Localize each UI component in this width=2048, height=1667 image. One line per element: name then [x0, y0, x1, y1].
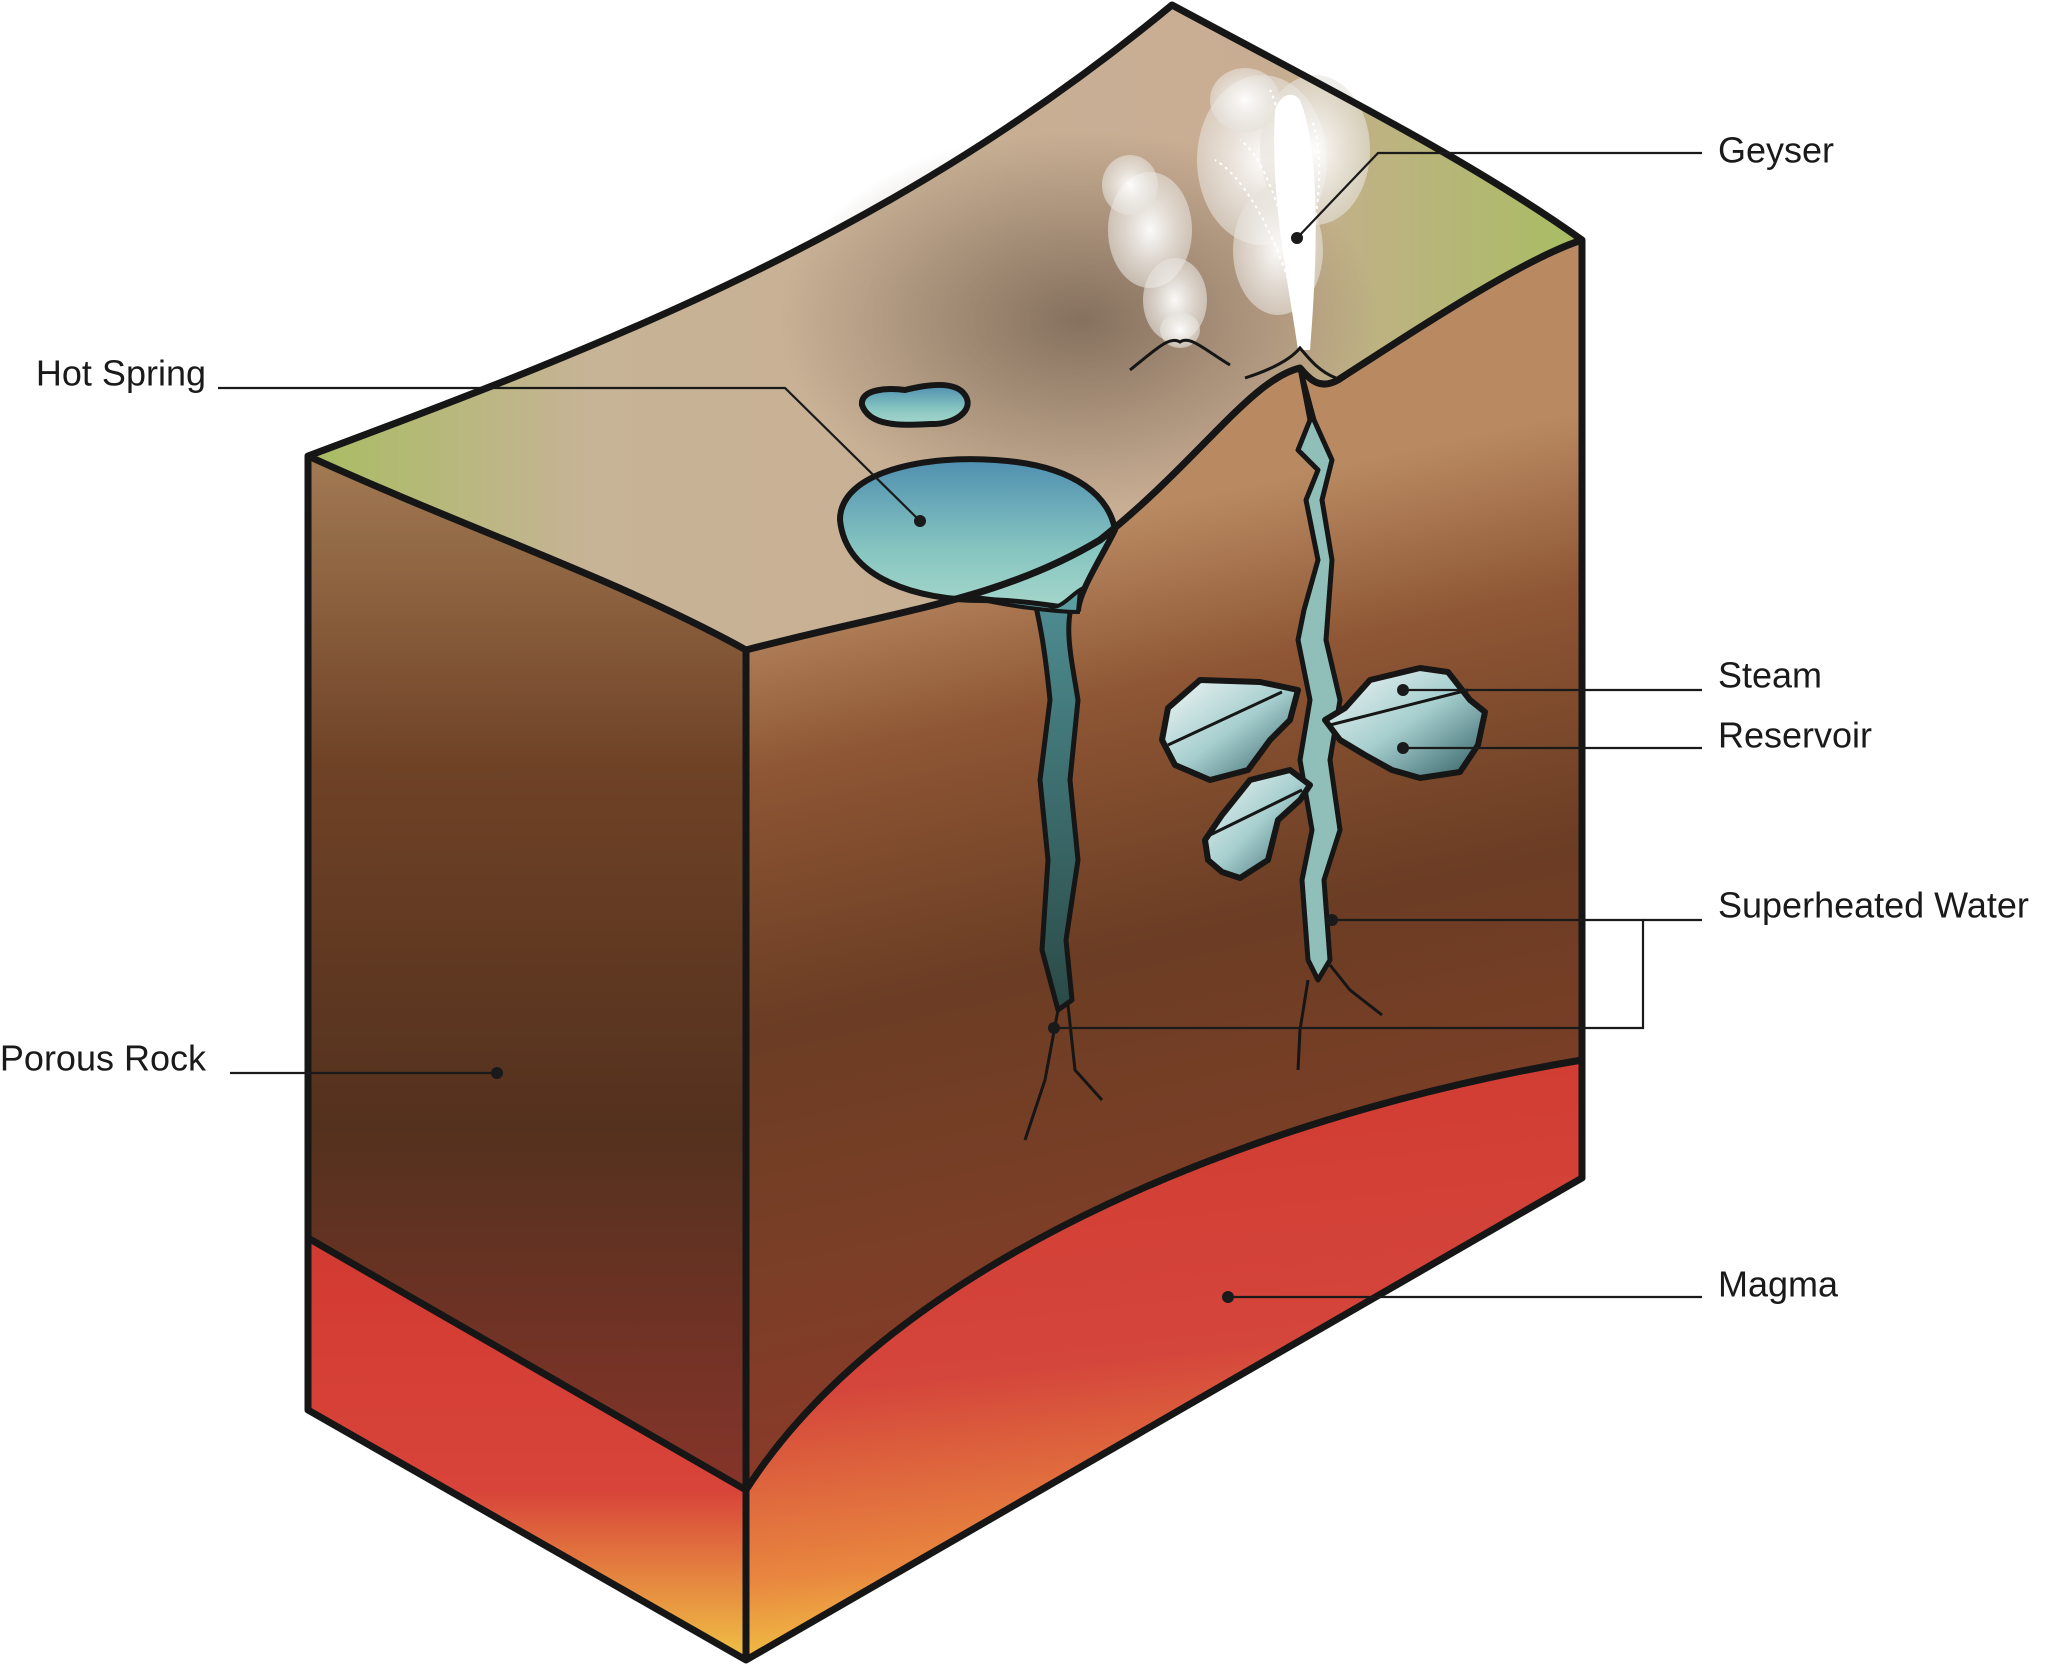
label-superheated-water: Superheated Water: [1718, 885, 2029, 926]
magma-left-face: [308, 1238, 746, 1660]
magma-front-boundary: [743, 1056, 1583, 1492]
label-porous-rock: Porous Rock: [0, 1038, 207, 1079]
leader-geyser: [1291, 151, 1702, 244]
steam-cloud-left: [1102, 155, 1207, 348]
hot-spring-pool: [837, 456, 1118, 613]
label-magma: Magma: [1718, 1264, 1839, 1305]
porous-rock-front-face: [746, 240, 1582, 1490]
leader-hot-spring: [218, 386, 926, 527]
spring-conduit: [1027, 579, 1081, 1013]
leader-reservoir: [1397, 742, 1702, 754]
geyser-conduit: [1295, 365, 1343, 983]
label-hot-spring: Hot Spring: [36, 353, 206, 394]
reservoir-lower-waterline: [1209, 788, 1303, 837]
reservoir-left: [1159, 677, 1301, 783]
leader-superheated-water: [1048, 914, 1702, 1034]
small-hot-spring: [859, 382, 971, 428]
geyser-vent: [1244, 345, 1337, 380]
label-steam: Steam: [1718, 655, 1822, 696]
leader-steam: [1397, 684, 1702, 696]
label-reservoir: Reservoir: [1718, 715, 1872, 756]
geyser-crack-tail: [1296, 964, 1383, 1071]
reservoir-lower: [1202, 767, 1313, 881]
leader-magma: [1222, 1291, 1702, 1303]
label-geyser: Geyser: [1718, 130, 1834, 171]
hot-spring-mouth: [967, 586, 1083, 615]
reservoir-left-waterline: [1167, 690, 1283, 747]
reservoir-right-waterline: [1329, 688, 1469, 727]
porous-rock-left-face: [308, 456, 746, 1490]
geyser-plume: [1197, 68, 1370, 350]
block-outline: [304, 1, 1586, 1664]
top-front-edge: [745, 236, 1584, 654]
top-left-edge: [306, 452, 748, 654]
steam-vent-left: [1129, 338, 1231, 372]
leader-porous-rock: [230, 1067, 503, 1079]
magma-left-boundary: [306, 1234, 748, 1494]
magma-front-face: [746, 1060, 1582, 1660]
